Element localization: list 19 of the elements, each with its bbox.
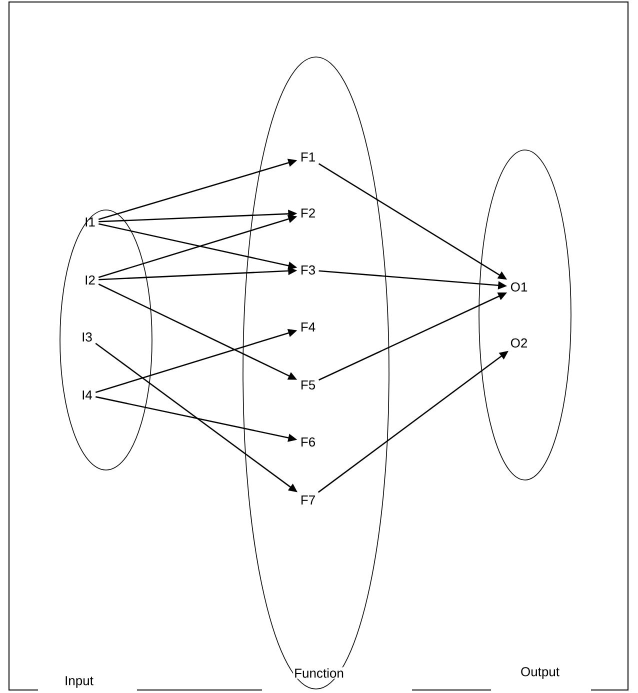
element-label: I4 [82,390,92,400]
element-label: O2 [510,338,528,348]
element-label: F3 [301,265,316,275]
element-label: F5 [301,380,316,390]
element-label: I1 [86,218,95,226]
set-label: Input [64,675,94,689]
set-ellipse [60,210,152,470]
element-label: F4 [301,322,316,332]
element-label: O1 [510,282,528,292]
set-label: Output [520,666,561,680]
element-label: F2 [301,208,315,218]
element-label: I3 [82,332,92,342]
set-ellipse [478,150,572,480]
element-label: F7 [301,496,315,504]
set-ellipse [242,56,390,690]
element-label: F6 [301,437,316,447]
set-label: Function [293,667,345,679]
element-label: F1 [301,152,315,162]
element-label: I2 [86,275,95,285]
